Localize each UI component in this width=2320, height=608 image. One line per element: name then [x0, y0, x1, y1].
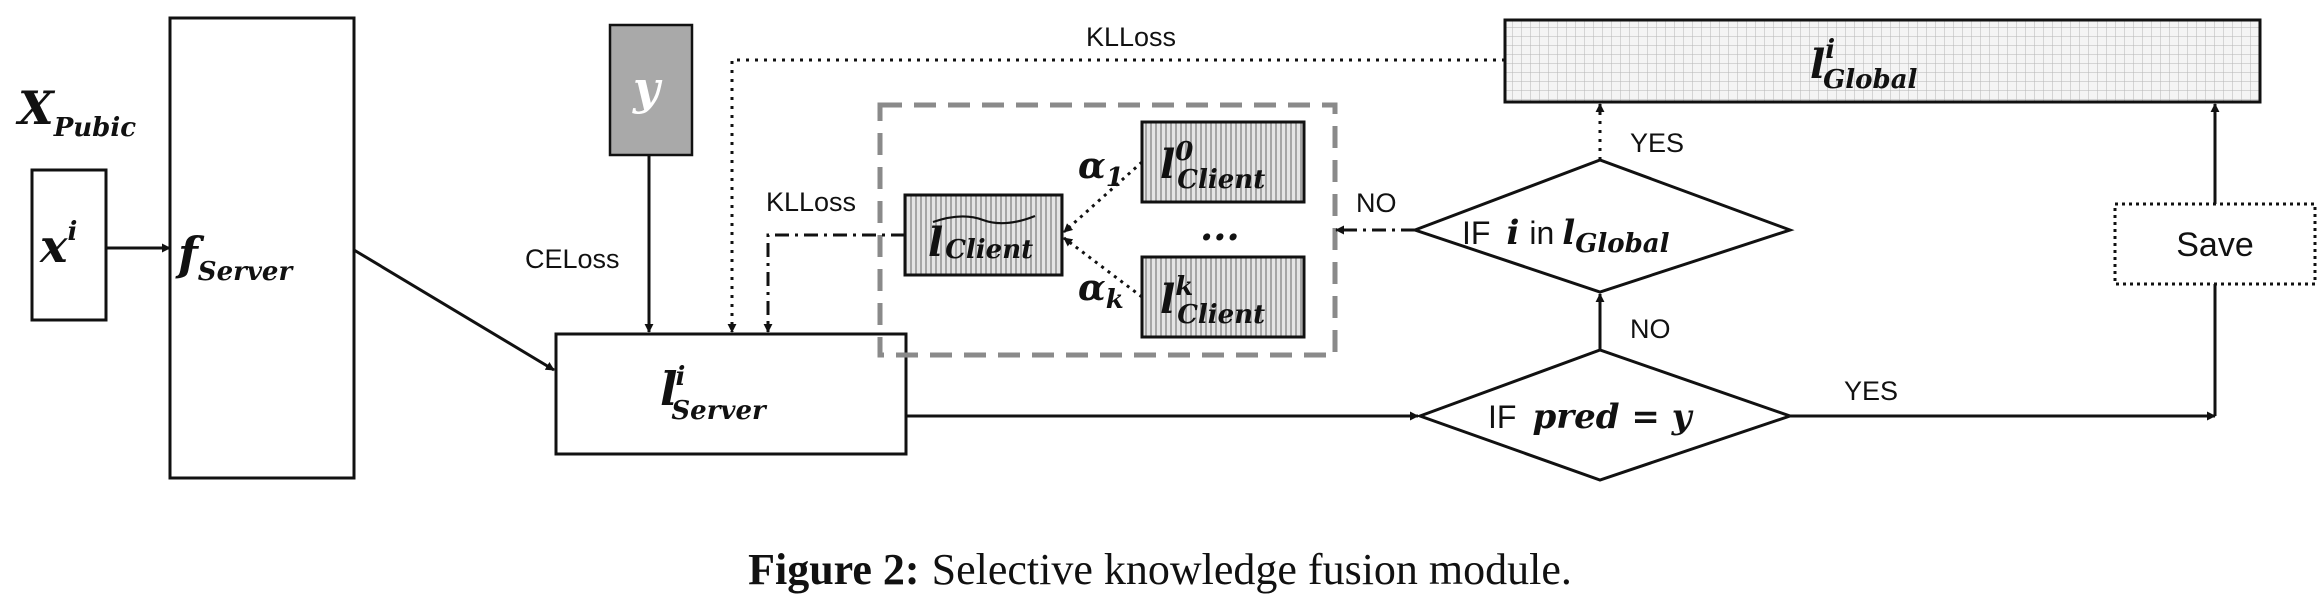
client-logit-k-box	[1140, 255, 1306, 339]
kl-loss-clients-label: KLLoss	[766, 187, 856, 217]
client-avg-tilde	[932, 214, 1036, 225]
ce-loss-label: CELoss	[525, 244, 620, 274]
kl-loss-top-label: KLLoss	[1086, 22, 1176, 52]
alpha-k-label: αk	[1078, 267, 1124, 315]
x-public-label: XPubic	[15, 81, 136, 143]
client-avg-logit-label: lClient	[928, 219, 1033, 266]
yes-global-label: YES	[1630, 128, 1684, 158]
ground-truth-box	[608, 23, 694, 157]
kl-loss-client-path	[763, 233, 905, 333]
no-clients-label: NO	[1356, 188, 1397, 218]
global-logit-box	[1503, 18, 2262, 104]
arrow-server-to-logit	[353, 248, 555, 372]
server-model-label: fServer	[175, 227, 294, 287]
server-model-box	[168, 16, 356, 480]
no-check-label: NO	[1630, 314, 1671, 344]
client-group-box	[877, 102, 1338, 358]
arrow-client-0-to-avg	[1062, 160, 1144, 234]
alpha-1-label: α1	[1078, 145, 1124, 193]
server-logit-box	[554, 332, 908, 456]
arrow-client-k-to-avg	[1063, 236, 1143, 299]
kl-loss-global-path	[727, 58, 1505, 333]
save-label: Save	[2176, 226, 2254, 264]
ground-truth-label: y	[632, 61, 663, 115]
decision-in-global-diamond	[1410, 158, 1795, 294]
client-ellipsis: ...	[1200, 204, 1240, 249]
client-logit-0-box	[1140, 120, 1306, 204]
input-sample-label: xi	[39, 217, 77, 273]
figure-caption: Figure 2:Selective knowledge fusion modu…	[748, 545, 1572, 594]
yes-save-label: YES	[1844, 376, 1898, 406]
input-sample-box	[30, 168, 108, 322]
